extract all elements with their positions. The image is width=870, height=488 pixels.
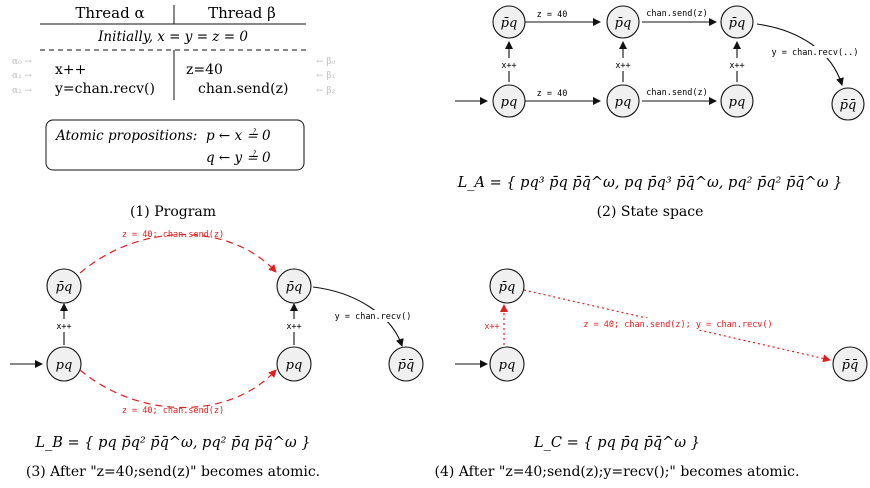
language-la: L_A = { pq³ p̄q p̄q̄^ω, pq p̄q³ p̄q̄^ω, … <box>457 175 843 191</box>
label-xinc: x++ <box>484 322 499 332</box>
prop-p: p ← x ≟ 0 <box>206 128 271 144</box>
props-title: Atomic propositions: <box>54 128 197 144</box>
state-node <box>720 84 754 118</box>
alpha-code-1: y=chan.recv() <box>54 81 155 97</box>
state-node <box>489 268 525 304</box>
label-xinc-3: x++ <box>729 61 744 71</box>
state-label: p̄q <box>499 280 516 295</box>
prop-q: q ← y ≟ 0 <box>206 150 271 166</box>
beta-label-2: ← β₂ <box>316 86 336 96</box>
label-atomic-top: z = 40; chan.send(z) <box>122 230 224 240</box>
state-label: p̄q <box>286 280 303 295</box>
edge-atomic-bottom <box>79 369 277 409</box>
edge-recv <box>312 286 404 347</box>
state-node <box>388 346 424 382</box>
panel-atomic-all: x++ z = 40; chan.send(z); y = chan.recv(… <box>435 268 868 480</box>
label-z40-bottom: z = 40 <box>537 89 568 99</box>
panel-state-space: z = 40 chan.send(z) z = 40 chan.send(z) … <box>455 5 866 220</box>
state-label: pq <box>729 95 746 110</box>
caption-panel3: (3) After "z=40;send(z)" becomes atomic. <box>26 464 320 480</box>
label-send-bottom: chan.send(z) <box>646 88 707 98</box>
language-lc: L_C = { pq p̄q p̄q̄^ω } <box>533 435 700 451</box>
state-label: pq <box>501 95 518 110</box>
label-recv: y = chan.recv() <box>335 312 412 322</box>
thread-beta-header: Thread β <box>208 4 276 22</box>
state-label: p̄q <box>56 280 73 295</box>
caption-program: (1) Program <box>130 204 216 220</box>
beta-code-1: chan.send(z) <box>198 81 288 97</box>
alpha-label-1: α₁ → <box>12 71 33 81</box>
state-label: p̄q <box>615 16 632 31</box>
label-xinc-right: x++ <box>286 322 301 332</box>
state-label: p̄q̄ <box>840 98 857 113</box>
state-label: p̄q <box>501 16 518 31</box>
state-label: pq <box>615 95 632 110</box>
label-atomic-bottom: z = 40; chan.send(z) <box>122 406 224 416</box>
label-xinc-1: x++ <box>501 61 516 71</box>
state-label: pq <box>56 358 73 373</box>
beta-label-0: ← β₀ <box>316 57 336 67</box>
caption-panel4: (4) After "z=40;send(z);y=recv();" becom… <box>435 464 800 480</box>
state-node <box>46 268 82 304</box>
label-z40-top: z = 40 <box>537 10 568 20</box>
language-lb: L_B = { pq p̄q² p̄q̄^ω, pq² p̄q p̄q̄^ω } <box>34 435 310 451</box>
panel-atomic-send: z = 40; chan.send(z) z = 40; chan.send(z… <box>10 230 424 480</box>
state-node <box>276 346 312 382</box>
state-node <box>606 5 640 39</box>
label-xinc-2: x++ <box>615 61 630 71</box>
label-xinc-left: x++ <box>56 322 71 332</box>
state-node <box>489 346 525 382</box>
state-label: pq <box>499 358 516 373</box>
alpha-code-0: x++ <box>55 62 86 78</box>
state-node <box>606 84 640 118</box>
caption-state-space: (2) State space <box>597 204 704 220</box>
label-atomic: z = 40; chan.send(z); y = chan.recv() <box>583 320 772 330</box>
beta-label-1: ← β₁ <box>316 71 335 81</box>
panel-program: Thread α Thread β Initially, x = y = z =… <box>12 4 336 220</box>
edge-recv <box>756 23 844 86</box>
alpha-label-2: α₂ → <box>12 86 33 96</box>
edge-atomic-top <box>79 234 277 274</box>
state-label: p̄q <box>729 16 746 31</box>
label-recv: y = chan.recv(..) <box>772 48 859 58</box>
state-label: pq <box>286 358 303 373</box>
state-node <box>831 87 865 121</box>
beta-code-0: z=40 <box>186 62 223 78</box>
props-box <box>45 119 305 171</box>
state-node <box>46 346 82 382</box>
initially-line: Initially, x = y = z = 0 <box>97 29 248 45</box>
state-node <box>492 84 526 118</box>
state-node <box>276 268 312 304</box>
state-label: p̄q̄ <box>398 358 415 373</box>
state-label: p̄q̄ <box>842 358 859 373</box>
state-node <box>720 5 754 39</box>
alpha-label-0: α₀ → <box>12 57 33 67</box>
thread-alpha-header: Thread α <box>75 4 144 22</box>
state-node <box>832 346 868 382</box>
label-send-top: chan.send(z) <box>646 9 707 19</box>
state-node <box>492 5 526 39</box>
